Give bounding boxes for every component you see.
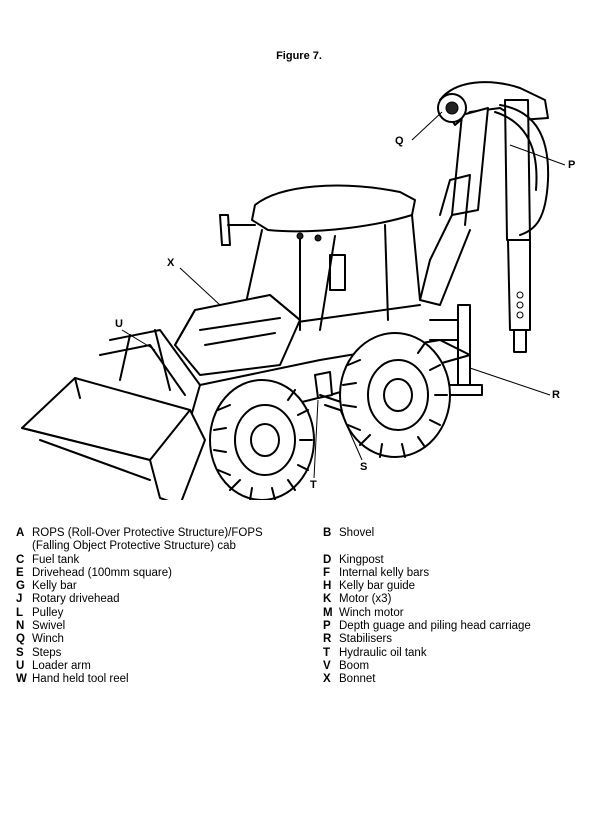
legend-spacer [323, 540, 593, 553]
legend-item: P Depth guage and piling head carriage [323, 620, 593, 633]
legend-key: T [323, 646, 331, 659]
legend-desc: Kelly bar guide [339, 580, 416, 593]
legend-item: A ROPS (Roll-Over Protective Structure)/F… [16, 527, 306, 540]
legend-desc: Boom [339, 659, 370, 672]
legend-key: S [16, 646, 24, 659]
legend-key: C [16, 553, 25, 566]
legend-item: L Pulley [16, 607, 306, 620]
legend-key: L [16, 606, 24, 619]
stabiliser-drawing [429, 304, 483, 396]
legend-item: V Boom [323, 660, 593, 673]
legend-desc: Fuel tank [32, 553, 80, 566]
callout-r: R [552, 389, 560, 401]
legend-key: X [323, 673, 331, 686]
legend-desc: Hand held tool reel [32, 673, 129, 686]
legend-desc: Stabilisers [339, 633, 393, 646]
callout-s: S [360, 461, 368, 473]
legend-desc: Swivel [32, 620, 66, 633]
legend-key: J [16, 593, 23, 606]
legend-desc: Steps [32, 646, 62, 659]
legend-desc: (Falling Object Protective Structure) ca… [32, 540, 236, 553]
legend-desc: Loader arm [32, 659, 91, 672]
legend-item: W Hand held tool reel [16, 673, 306, 686]
legend-desc: Pulley [32, 606, 64, 619]
legend-desc: Rotary drivehead [32, 593, 120, 606]
legend-left: A ROPS (Roll-Over Protective Structure)/F… [16, 527, 306, 687]
legend-item: X Bonnet [323, 673, 593, 686]
legend-item: F Internal kelly bars [323, 567, 593, 580]
legend-key: E [16, 566, 24, 579]
callout-p: P [568, 159, 576, 171]
legend-item: B Shovel [323, 527, 593, 540]
legend-desc: Hydraulic oil tank [339, 646, 427, 659]
backhoe-loader-illustration [21, 81, 566, 500]
legend-desc: Kelly bar [32, 580, 77, 593]
legend-desc: Drivehead (100mm square) [32, 566, 172, 579]
legend-key [16, 540, 32, 553]
legend-desc: Motor (x3) [339, 593, 392, 606]
legend-item: E Drivehead (100mm square) [16, 567, 306, 580]
legend-key: F [323, 566, 331, 579]
legend-key: W [16, 673, 27, 686]
legend-key: U [16, 659, 25, 672]
legend-item: Q Winch [16, 633, 306, 646]
callout-t: T [310, 479, 317, 491]
legend-item: (Falling Object Protective Structure) ca… [16, 540, 306, 553]
callout-q: Q [395, 135, 404, 147]
leader-lines [121, 111, 566, 479]
legend-item: G Kelly bar [16, 580, 306, 593]
legend-item: M Winch motor [323, 607, 593, 620]
legend-item: H Kelly bar guide [323, 580, 593, 593]
legend-item: N Swivel [16, 620, 306, 633]
legend-item: R Stabilisers [323, 633, 593, 646]
legend-item: D Kingpost [323, 554, 593, 567]
cab-drawing [219, 184, 421, 331]
legend-desc: Kingpost [339, 553, 384, 566]
figure-title: Figure 7. [276, 50, 322, 62]
legend-key: D [323, 553, 332, 566]
legend-desc: Winch motor [339, 606, 404, 619]
callout-x: X [167, 257, 175, 269]
front-wheel-drawing [209, 379, 315, 500]
legend-item: U Loader arm [16, 660, 306, 673]
legend-key: M [323, 606, 333, 619]
rear-wheel-drawing [339, 332, 451, 458]
legend-item: J Rotary drivehead [16, 593, 306, 606]
legend-key: K [323, 593, 332, 606]
callout-u: U [115, 318, 123, 330]
legend-key: G [16, 580, 25, 593]
loader-arm-drawing [99, 329, 201, 421]
legend-desc: Winch [32, 633, 64, 646]
legend-key: A [16, 527, 25, 539]
legend-desc: Internal kelly bars [339, 566, 430, 579]
legend-desc: Depth guage and piling head carriage [339, 620, 531, 633]
legend-item: K Motor (x3) [323, 593, 593, 606]
legend-desc: ROPS (Roll-Over Protective Structure)/FO… [32, 527, 263, 539]
legend-key: P [323, 620, 331, 633]
legend-key: R [323, 633, 332, 646]
legend-key: N [16, 620, 25, 633]
legend-desc: Shovel [339, 527, 375, 539]
legend-item: T Hydraulic oil tank [323, 647, 593, 660]
legend-right: B Shovel D Kingpost F Internal kelly bars H… [323, 527, 593, 687]
boom-drawing [419, 81, 550, 353]
legend-key: H [323, 580, 332, 593]
legend-item: C Fuel tank [16, 554, 306, 567]
legend-key: Q [16, 633, 25, 646]
legend-item: S Steps [16, 647, 306, 660]
legend-key: B [323, 527, 332, 539]
shovel-drawing [21, 377, 206, 500]
legend-key: V [323, 659, 331, 672]
bonnet-drawing [174, 294, 301, 376]
legend-desc: Bonnet [339, 673, 376, 686]
